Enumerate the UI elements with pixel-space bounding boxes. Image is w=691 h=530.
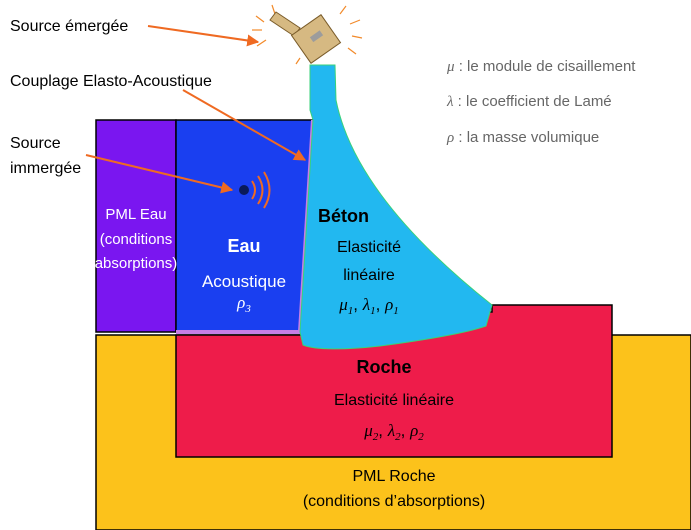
pml-roche-line1: PML Roche [353,468,436,485]
pml-eau-region [95,119,177,333]
eau-subtitle: Acoustique [202,272,286,291]
eau-param: ρ3 [236,293,251,315]
eau-title: Eau [227,236,260,256]
acoustic-source-icon [239,171,271,209]
beton-line2: linéaire [343,267,395,284]
legend-mu: μ : le module de cisaillement [446,58,636,75]
arrow-source-emergee [147,25,260,47]
beton-params: μ1, λ1, ρ1 [338,295,399,317]
beton-line1: Elasticité [337,239,401,256]
pml-eau-label-1: PML Eau [105,206,166,223]
pml-roche-line2: (conditions d’absorptions) [303,493,485,510]
legend-rho: ρ : la masse volumique [446,129,599,146]
roche-line1: Elasticité linéaire [334,392,454,409]
pml-eau-label-3: absorptions) [95,255,178,272]
roche-params: μ2, λ2, ρ2 [363,421,424,443]
legend-lambda: λ : le coefficient de Lamé [446,93,612,110]
roche-title: Roche [356,357,411,377]
label-couplage: Couplage Elasto-Acoustique [10,73,212,90]
hammer-icon [252,4,363,65]
beton-title: Béton [318,206,369,226]
label-source-immergee-1: Source [10,135,61,152]
label-source-immergee-2: immergée [10,160,81,177]
arrow-source-immergee [85,154,234,194]
arrow-couplage [182,89,307,161]
beton-region [299,64,493,350]
pml-eau-label-2: (conditions [100,231,173,248]
label-source-emergee: Source émergée [10,18,128,35]
